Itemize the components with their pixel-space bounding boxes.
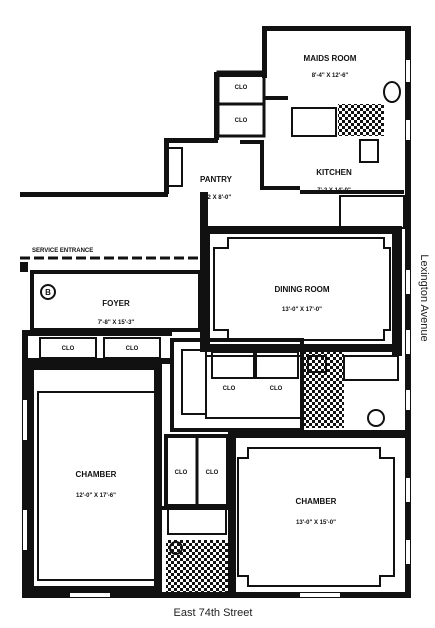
street-label-bottom: East 74th Street [174, 607, 253, 619]
pantry-dims: 7'-2 X 8'-0" [201, 195, 232, 201]
closet-label: CLO [235, 85, 248, 91]
center-closets [162, 434, 230, 592]
kitchen-name: KITCHEN [316, 168, 352, 177]
chamber-right-dims: 13'-0" X 15'-0" [296, 520, 336, 526]
closets-row [22, 330, 399, 432]
maids-room-name: MAIDS ROOM [304, 54, 357, 63]
foyer-dims: 7'-8" X 15'-3" [98, 320, 135, 326]
street-label-side: Lexington Avenue [418, 254, 430, 341]
closet-label: CLO [270, 386, 283, 392]
service-entrance-label: SERVICE ENTRANCE [32, 248, 93, 254]
kitchen-dims: 7'-2 X 14'-0" [317, 188, 351, 194]
pantry-name: PANTRY [200, 175, 233, 184]
closet-label: CLO [62, 346, 75, 352]
closet-label: CLO [235, 118, 248, 124]
closet-label: CLO [223, 386, 236, 392]
service-wing [167, 70, 405, 229]
chamber-right [228, 430, 406, 592]
closet-label: CLO [206, 470, 219, 476]
chamber-right-name: CHAMBER [296, 497, 337, 506]
closet-label: CLO [126, 346, 139, 352]
chamber-left-name: CHAMBER [76, 470, 117, 479]
chamber-left-dims: 12'-0" X 17'-6" [76, 493, 116, 499]
foyer-marker: B [45, 288, 51, 297]
room-labels: MAIDS ROOM 8'-4" X 12'-6" KITCHEN 7'-2 X… [32, 54, 357, 526]
maids-room-dims: 8'-4" X 12'-6" [312, 73, 349, 79]
closet-label: CLO [175, 470, 188, 476]
foyer-name: FOYER [102, 299, 130, 308]
dining-room-name: DINING ROOM [274, 285, 329, 294]
dining-room-dims: 13'-0" X 17'-0" [282, 307, 322, 313]
service-corridor [20, 192, 210, 272]
chamber-left [28, 364, 162, 592]
